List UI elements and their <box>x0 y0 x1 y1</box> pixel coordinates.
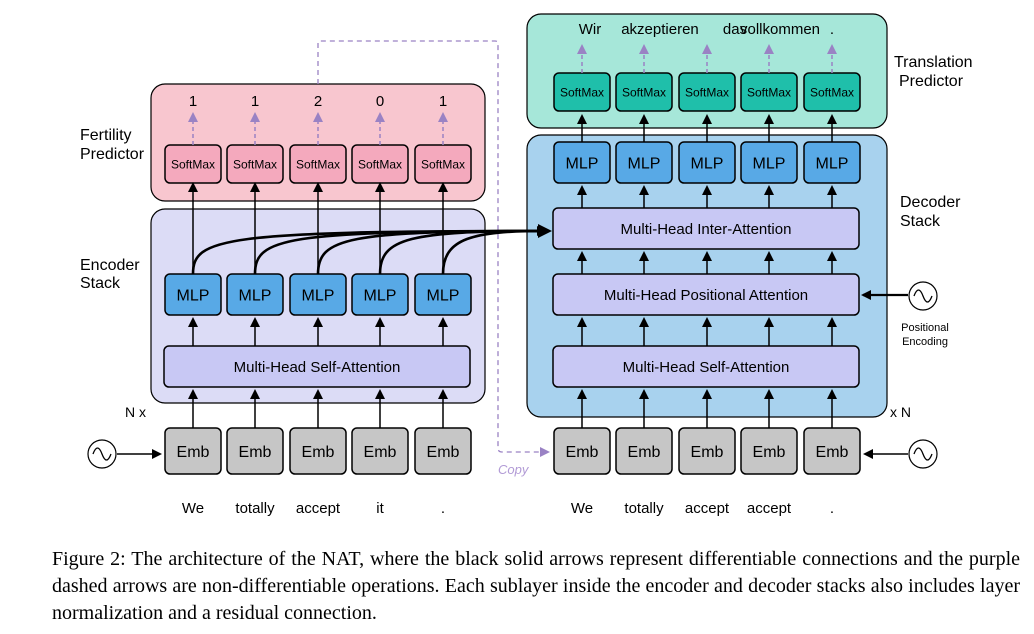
translation-output-token: Wir <box>579 21 602 38</box>
decoder-positional-attention-block <box>552 273 860 316</box>
translation-label-line2: Predictor <box>899 73 964 90</box>
translation-softmax-label: SoftMax <box>747 85 791 99</box>
fertility-value: 1 <box>251 93 259 110</box>
nat-architecture-diagram: Fertility Predictor Encoder Stack N x Tr… <box>80 13 973 517</box>
fertility-label-line2: Predictor <box>80 146 145 163</box>
encoder-emb-label: Emb <box>427 444 460 461</box>
decoder-self-attention-label: Multi-Head Self-Attention <box>623 359 790 376</box>
decoder-sine-wave-icon <box>908 439 938 469</box>
decoder-mlp-label: MLP <box>691 155 724 172</box>
encoder-emb-label: Emb <box>364 444 397 461</box>
decoder-mlp-label: MLP <box>566 155 599 172</box>
copy-dashed-arrow-icon <box>317 40 550 457</box>
fertility-label-line1: Fertility <box>80 127 132 144</box>
decoder-emb-label: Emb <box>628 444 661 461</box>
translation-output-token: das <box>723 21 747 38</box>
encoder-self-attention-label: Multi-Head Self-Attention <box>234 359 401 376</box>
encoder-input-token: totally <box>235 500 275 517</box>
translation-label-line1: Translation <box>894 54 973 71</box>
copy-label: Copy <box>498 462 530 477</box>
decoder-input-token: accept <box>747 500 792 517</box>
encoder-emb-label: Emb <box>302 444 335 461</box>
encoder-mlp-label: MLP <box>239 287 272 304</box>
fertility-softmax-label: SoftMax <box>421 157 465 171</box>
translation-softmax-label: SoftMax <box>560 85 604 99</box>
fertility-softmax-label: SoftMax <box>171 157 215 171</box>
encoder-sine-wave-icon <box>87 439 117 469</box>
decoder-input-token: totally <box>624 500 664 517</box>
fertility-softmax-label: SoftMax <box>358 157 402 171</box>
encoder-to-decoder-arrow-icon <box>378 229 546 275</box>
encoder-mlp-label: MLP <box>177 287 210 304</box>
decoder-emb-label: Emb <box>691 444 724 461</box>
encoder-mlp-label: MLP <box>364 287 397 304</box>
translation-softmax-label: SoftMax <box>810 85 854 99</box>
fertility-softmax-label: SoftMax <box>296 157 340 171</box>
positional-encoding-label-line1: Positional <box>901 322 949 334</box>
decoder-mlp-label: MLP <box>816 155 849 172</box>
decoder-positional-attention-label: Multi-Head Positional Attention <box>604 287 808 304</box>
inter-attention-arrowhead-icon <box>538 224 552 238</box>
encoder-emb-label: Emb <box>239 444 272 461</box>
encoder-input-token: . <box>441 500 445 517</box>
translation-softmax-label: SoftMax <box>622 85 666 99</box>
decoder-input-token: accept <box>685 500 730 517</box>
positional-encoding-sine-wave-icon <box>908 281 938 311</box>
encoder-mlp-label: MLP <box>302 287 335 304</box>
encoder-self-attention-block <box>163 345 471 388</box>
encoder-label-line1: Encoder <box>80 257 140 274</box>
decoder-emb-label: Emb <box>753 444 786 461</box>
translation-output-token: . <box>830 21 834 38</box>
decoder-emb-label: Emb <box>566 444 599 461</box>
fertility-value: 0 <box>376 93 384 110</box>
decoder-input-token: We <box>571 500 593 517</box>
decoder-mlp-label: MLP <box>628 155 661 172</box>
encoder-input-token: accept <box>296 500 341 517</box>
translation-output-token: vollkommen <box>740 21 820 38</box>
decoder-label-line2: Stack <box>900 213 941 230</box>
encoder-emb-label: Emb <box>177 444 210 461</box>
decoder-emb-label: Emb <box>816 444 849 461</box>
decoder-inter-attention-label: Multi-Head Inter-Attention <box>621 221 792 238</box>
figure-caption: Figure 2: The architecture of the NAT, w… <box>52 548 1020 624</box>
decoder-repeat-label: x N <box>890 404 911 420</box>
fertility-softmax-label: SoftMax <box>233 157 277 171</box>
positional-encoding-label-line2: Encoding <box>902 336 948 348</box>
encoder-mlp-label: MLP <box>427 287 460 304</box>
fertility-value: 1 <box>189 93 197 110</box>
translation-softmax-label: SoftMax <box>685 85 729 99</box>
decoder-input-token: . <box>830 500 834 517</box>
encoder-label-line2: Stack <box>80 275 121 292</box>
translation-output-token: akzeptieren <box>621 21 699 38</box>
encoder-to-decoder-arrow-icon <box>441 226 547 275</box>
decoder-self-attention-block <box>552 345 860 388</box>
encoder-repeat-label: N x <box>125 404 146 420</box>
encoder-input-token: it <box>376 500 384 517</box>
decoder-label-line1: Decoder <box>900 194 961 211</box>
fertility-value: 1 <box>439 93 447 110</box>
encoder-input-token: We <box>182 500 204 517</box>
decoder-mlp-label: MLP <box>753 155 786 172</box>
decoder-inter-attention-block <box>552 207 860 250</box>
fertility-value: 2 <box>314 93 322 110</box>
